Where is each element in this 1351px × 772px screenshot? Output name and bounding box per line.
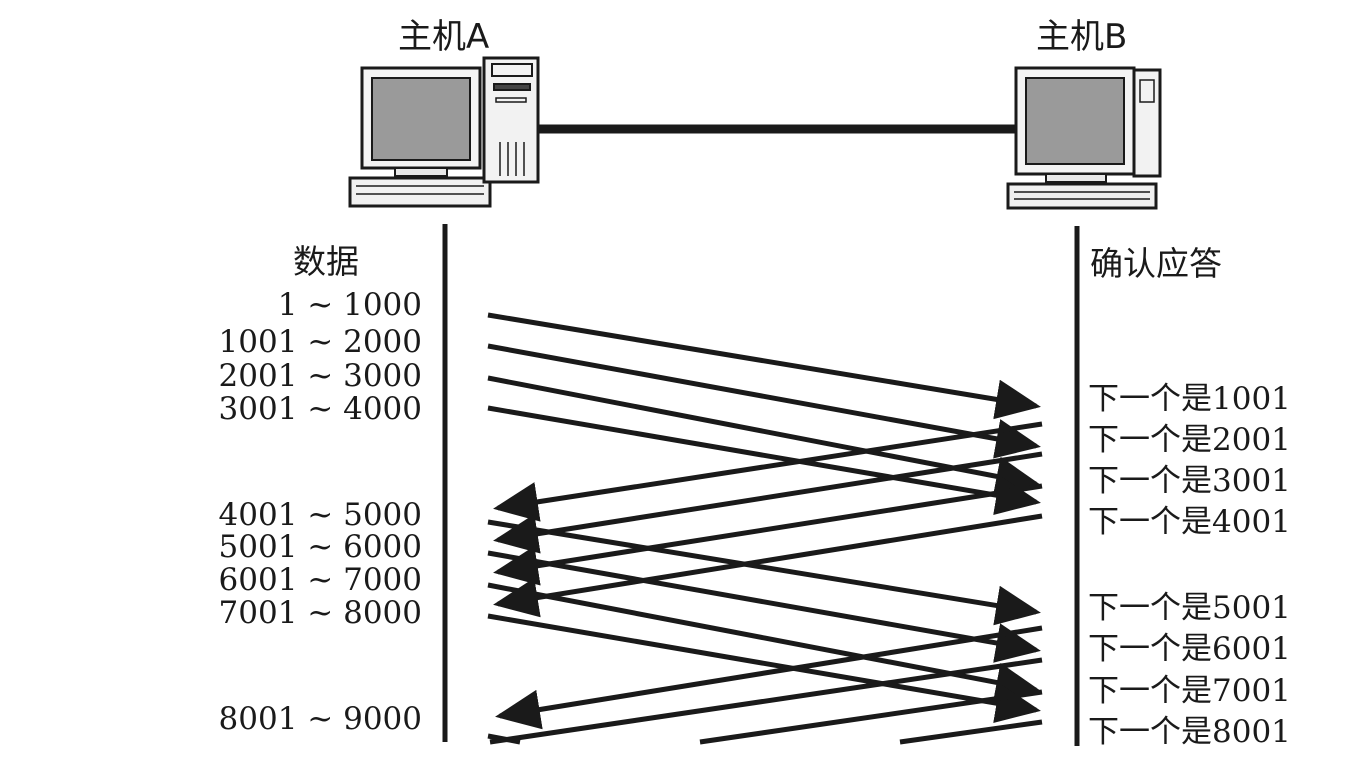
ack-arrow-4 bbox=[493, 513, 1043, 618]
host-a-computer-icon bbox=[348, 66, 492, 208]
ack-label-6: 下一个是6001 bbox=[1088, 631, 1291, 667]
ack-label-3: 下一个是3001 bbox=[1088, 463, 1291, 499]
host-a-label: 主机A bbox=[398, 17, 490, 57]
segment-arrow-6 bbox=[487, 550, 1041, 663]
segment-label-9: 8001 ~ 9000 bbox=[218, 701, 422, 737]
segment-arrow-8 bbox=[487, 613, 1041, 723]
ack-arrow-8 bbox=[899, 719, 1043, 745]
ack-arrow-1 bbox=[493, 421, 1043, 522]
segment-label-5: 4001 ~ 5000 bbox=[218, 497, 422, 533]
segment-label-3: 2001 ~ 3000 bbox=[218, 358, 422, 394]
segment-arrow-3 bbox=[487, 375, 1041, 497]
ack-label-2: 下一个是2001 bbox=[1088, 422, 1291, 458]
ack-label-7: 下一个是7001 bbox=[1088, 673, 1291, 709]
segment-label-6: 5001 ~ 6000 bbox=[218, 529, 422, 565]
segment-arrow-9 bbox=[487, 733, 521, 745]
ack-label-8: 下一个是8001 bbox=[1088, 714, 1291, 750]
segment-label-2: 1001 ~ 2000 bbox=[218, 324, 422, 360]
ack-arrow-3 bbox=[493, 483, 1043, 586]
segment-arrow-2 bbox=[487, 343, 1041, 459]
ack-arrow-5 bbox=[495, 625, 1043, 730]
segment-label-4: 3001 ~ 4000 bbox=[218, 391, 422, 427]
host-b-computer-icon bbox=[1006, 66, 1162, 210]
ack-arrow-6 bbox=[489, 657, 1043, 745]
host-b-label: 主机B bbox=[1036, 17, 1128, 57]
ack-arrow-2 bbox=[493, 451, 1043, 554]
segment-label-8: 7001 ~ 8000 bbox=[218, 595, 422, 631]
segment-label-1: 1 ~ 1000 bbox=[277, 287, 422, 323]
segment-label-7: 6001 ~ 7000 bbox=[218, 562, 422, 598]
ack-label-1: 下一个是1001 bbox=[1088, 381, 1291, 417]
segment-arrow-1 bbox=[487, 312, 1041, 420]
ack-label-4: 下一个是4001 bbox=[1088, 504, 1291, 540]
tower-case-icon bbox=[482, 56, 540, 184]
segment-arrow-5 bbox=[487, 519, 1041, 626]
ack-column-header: 确认应答 bbox=[1090, 244, 1222, 283]
ack-arrow-7 bbox=[699, 689, 1043, 745]
segment-arrow-4 bbox=[487, 405, 1041, 515]
data-column-header: 数据 bbox=[293, 242, 359, 281]
ack-label-5: 下一个是5001 bbox=[1088, 590, 1291, 626]
